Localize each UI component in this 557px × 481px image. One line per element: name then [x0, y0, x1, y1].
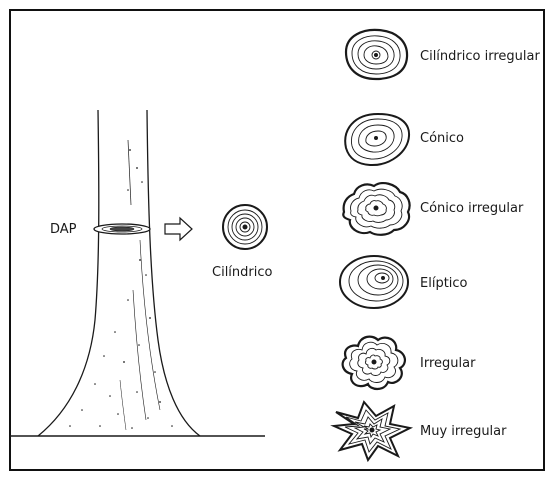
bark-texture — [69, 149, 173, 429]
cross-section-conico-irregular — [343, 183, 409, 235]
label-conico: Cónico — [420, 131, 464, 147]
label-eliptico: Elíptico — [420, 276, 468, 292]
label-irregular: Irregular — [420, 356, 475, 372]
arrow-icon — [165, 218, 192, 240]
cross-section-irregular — [343, 337, 405, 389]
tree-trunk — [38, 110, 200, 436]
cross-section-cilindrico-irregular — [346, 30, 407, 79]
cilindrico-label: Cilíndrico — [212, 265, 272, 281]
cross-section-eliptico — [340, 256, 408, 308]
label-conico-irregular: Cónico irregular — [420, 201, 523, 217]
dap-section — [94, 224, 150, 234]
cross-section-cilindrico — [223, 205, 267, 249]
cross-section-conico — [345, 114, 409, 165]
label-cilindrico-irregular: Cilíndrico irregular — [420, 49, 540, 65]
cross-section-muy-irregular — [334, 402, 410, 460]
dap-label: DAP — [50, 222, 77, 238]
label-muy-irregular: Muy irregular — [420, 424, 506, 440]
